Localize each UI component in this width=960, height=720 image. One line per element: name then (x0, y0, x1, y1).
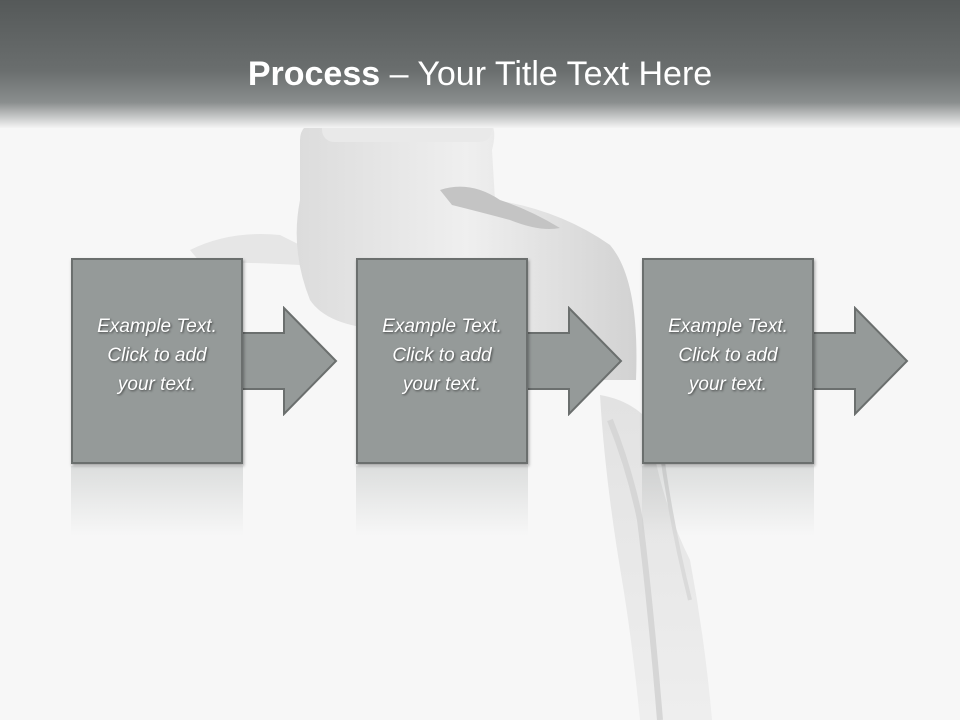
step-3-reflection (642, 466, 814, 536)
step-2-reflection (356, 466, 528, 536)
right-arrow-icon (527, 306, 623, 416)
title-bold: Process (247, 55, 381, 93)
process-step-3[interactable]: Example Text. Click to add your text. (642, 258, 814, 464)
step-2-text[interactable]: Example Text. Click to add your text. (382, 316, 502, 395)
page-title: Process – Your Title Text Here (0, 52, 960, 96)
step-3-text[interactable]: Example Text. Click to add your text. (668, 316, 788, 395)
process-step-2[interactable]: Example Text. Click to add your text. (356, 258, 528, 464)
step-1-reflection (71, 466, 243, 536)
title-rest: – Your Title Text Here (380, 55, 713, 93)
title-bar (0, 0, 960, 128)
right-arrow-icon (813, 306, 909, 416)
right-arrow-icon (242, 306, 338, 416)
step-1-text[interactable]: Example Text. Click to add your text. (97, 316, 217, 395)
process-step-1[interactable]: Example Text. Click to add your text. (71, 258, 243, 464)
